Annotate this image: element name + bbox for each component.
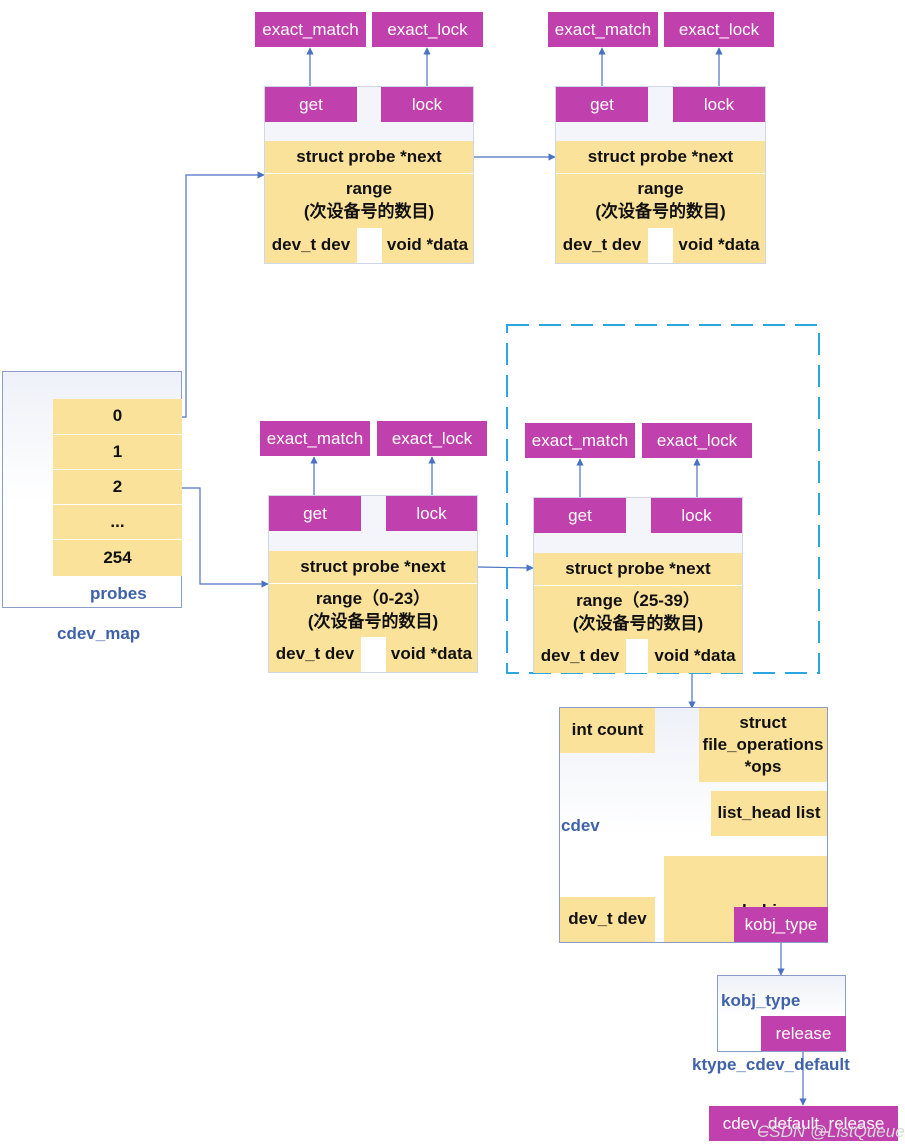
probe-gap <box>357 228 382 263</box>
get-callback: get <box>265 87 357 122</box>
probe-gap <box>626 639 648 673</box>
exact-lock-callback: exact_lock <box>664 12 774 47</box>
probe-next-field: struct probe *next <box>269 551 477 584</box>
probe-struct: get lock struct probe *next range (次设备号的… <box>264 86 474 264</box>
probe-dev-field: dev_t dev <box>269 637 361 672</box>
probe-next-field: struct probe *next <box>556 141 765 174</box>
lock-callback: lock <box>673 87 765 122</box>
probes-entry: 254 <box>53 540 182 576</box>
probe-data-field: void *data <box>382 228 473 263</box>
lock-callback: lock <box>651 498 742 533</box>
kobj-type-pointer: kobj_type <box>734 907 828 942</box>
cdev-ops-field: struct file_operations *ops <box>699 708 827 782</box>
range-label: range（25-39） <box>576 590 700 610</box>
range-desc: (次设备号的数目) <box>572 613 704 633</box>
cdev-title: cdev <box>561 816 600 835</box>
release-callback: release <box>761 1016 846 1051</box>
exact-match-callback: exact_match <box>548 12 658 47</box>
probe-gap <box>361 637 386 672</box>
probe-range-field: range (次设备号的数目) <box>556 174 765 228</box>
exact-lock-callback: exact_lock <box>377 421 487 456</box>
probe-struct: get lock struct probe *next range（0-23） … <box>268 495 478 673</box>
range-desc: (次设备号的数目) <box>307 611 439 631</box>
probe-next-field: struct probe *next <box>534 553 742 586</box>
exact-match-callback: exact_match <box>525 423 635 458</box>
cdev-default-release-function: cdev_default_release <box>709 1106 898 1141</box>
lock-callback: lock <box>381 87 473 122</box>
probe-range-field: range (次设备号的数目) <box>265 174 473 228</box>
probe-data-field: void *data <box>386 637 477 672</box>
get-callback: get <box>269 496 361 531</box>
range-desc: (次设备号的数目) <box>303 202 435 221</box>
cdev-map-title: cdev_map <box>57 624 141 643</box>
ops-line: struct <box>739 712 787 732</box>
exact-match-callback: exact_match <box>260 421 370 456</box>
probe-next-field: struct probe *next <box>265 141 473 174</box>
exact-match-callback: exact_match <box>255 12 366 47</box>
probe-struct: get lock struct probe *next range（25-39）… <box>533 497 743 673</box>
probe-dev-field: dev_t dev <box>534 639 626 673</box>
ops-line: file_operations <box>702 734 824 754</box>
cdev-dev-field: dev_t dev <box>560 897 655 942</box>
cdev-list-field: list_head list <box>711 791 827 836</box>
ktype-field-label: kobj_type <box>721 991 801 1010</box>
probe-struct: get lock struct probe *next range (次设备号的… <box>555 86 766 264</box>
probe-range-field: range（0-23） (次设备号的数目) <box>269 584 477 637</box>
lock-callback: lock <box>386 496 477 531</box>
probes-label: probes <box>90 584 147 603</box>
range-label: range <box>637 179 684 199</box>
probe-dev-field: dev_t dev <box>556 228 648 263</box>
probe-range-field: range（25-39） (次设备号的数目) <box>534 586 742 639</box>
probe-dev-field: dev_t dev <box>265 228 357 263</box>
range-label: range <box>345 179 393 199</box>
range-label: range（0-23） <box>315 588 431 608</box>
get-callback: get <box>556 87 648 122</box>
ops-line: *ops <box>744 757 782 777</box>
ktype-name: ktype_cdev_default <box>692 1055 850 1074</box>
probe-data-field: void *data <box>673 228 765 263</box>
probes-entry: 2 <box>53 470 182 505</box>
watermark: CSDN @ListQueue <box>757 1122 905 1141</box>
cdev-count-field: int count <box>560 708 655 753</box>
exact-lock-callback: exact_lock <box>642 423 752 458</box>
exact-lock-callback: exact_lock <box>372 12 483 47</box>
probe-data-field: void *data <box>648 639 742 673</box>
probes-entry: ... <box>53 505 182 540</box>
probes-entry: 0 <box>53 399 182 435</box>
probes-entry: 1 <box>53 435 182 470</box>
range-desc: (次设备号的数目) <box>595 202 726 221</box>
get-callback: get <box>534 498 626 533</box>
probe-gap <box>648 228 673 263</box>
